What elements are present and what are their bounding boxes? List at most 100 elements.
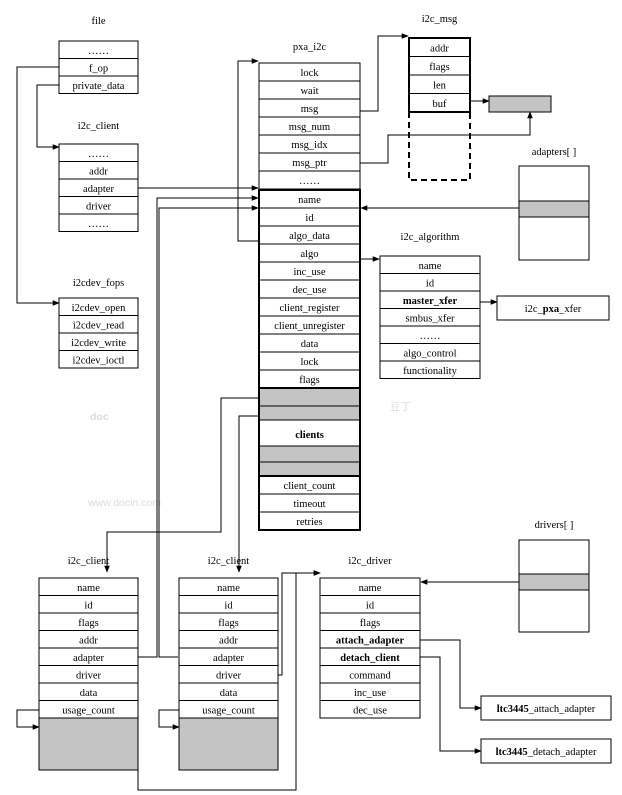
- adapter-field-algo: algo: [300, 249, 318, 260]
- i2c-client-b-field-driver: driver: [216, 670, 242, 681]
- i2c-driver-field-attach-adapter: attach_adapter: [336, 635, 405, 646]
- i2c-client-top-field-addr: addr: [89, 166, 108, 177]
- i2cdev-fops-field-i2cdev-write: i2cdev_write: [71, 338, 126, 349]
- drivers-array-top: [518, 539, 590, 575]
- adapters-array: adapters[ ]: [518, 147, 590, 261]
- adapters-array-top: [518, 165, 590, 202]
- ltc-detach-bold: ltc3445: [496, 747, 528, 758]
- arrow-msg-to-i2c-msg: [360, 33, 409, 112]
- i2c-algorithm-field-smbus-xfer: smbus_xfer: [406, 313, 455, 324]
- watermark-url: www.docin.com: [87, 497, 161, 509]
- i2c-client-a-tail: [38, 717, 139, 771]
- i2c-algorithm-row-functionality: [379, 360, 481, 379]
- i2c-driver-field-flags: flags: [360, 618, 380, 629]
- i2c-adapter-struct: nameidalgo_dataalgoinc_usedec_useclient_…: [258, 189, 361, 531]
- i2c-msg-title: i2c_msg: [422, 14, 458, 25]
- adapter-field-client-count: client_count: [284, 481, 336, 492]
- i2c-algorithm-struct: i2c_algorithmnameidmaster_xfersmbus_xfer…: [379, 232, 481, 379]
- drivers-array: drivers[ ]: [518, 520, 590, 633]
- file-field-private-data: private_data: [73, 81, 125, 92]
- arrow-private-data-to-client: [36, 84, 60, 150]
- i2c-msg-field-addr: addr: [430, 43, 449, 54]
- arrow-f-op-to-fops: [16, 66, 60, 306]
- i2c-msg-field-len: len: [433, 80, 447, 91]
- i2c-driver-field-inc-use: inc_use: [354, 688, 386, 699]
- i2c-client-top-field-adapter: adapter: [83, 184, 114, 195]
- arrow-clients-to-client-b: [236, 415, 259, 573]
- pxa-i2c-field-lock: lock: [300, 68, 319, 79]
- adapters-array-slot: [518, 200, 590, 218]
- i2c-client-b-field-addr: addr: [219, 635, 238, 646]
- i2c-driver-field-command: command: [349, 670, 391, 681]
- pxa-i2c-field-msg-ptr: msg_ptr: [292, 158, 327, 169]
- adapter-field-flags: flags: [299, 375, 319, 386]
- adapter-outline: [258, 189, 361, 531]
- file-field-f-op: f_op: [89, 63, 108, 74]
- i2c-client-b-field-adapter: adapter: [213, 653, 244, 664]
- i2c-client-a-field-data: data: [80, 688, 98, 699]
- svg-text:ltc3445_attach_adapter: ltc3445_attach_adapter: [497, 704, 596, 715]
- arrow-client-a-adapter-to-adapter: [138, 195, 259, 658]
- adapter-field-client-unregister: client_unregister: [274, 321, 345, 332]
- svg-text:ltc3445_detach_adapter: ltc3445_detach_adapter: [496, 747, 597, 758]
- i2c-pxa-xfer-bold: pxa: [543, 304, 560, 315]
- i2c-pxa-xfer-suffix: _xfer: [558, 304, 582, 315]
- adapter-clients-cell-4: [258, 461, 361, 477]
- arrow-clients-to-client-a: [104, 397, 259, 573]
- i2c-client-a-field-usage-count: usage_count: [62, 705, 115, 716]
- watermark-logo: doc: [90, 411, 109, 423]
- adapter-clients-cell-1: [258, 405, 361, 421]
- pxa-i2c-field-wait: wait: [300, 86, 318, 97]
- i2c-driver-row-dec-use: [319, 700, 421, 719]
- i2cdev-fops-field-i2cdev-ioctl: i2cdev_ioctl: [73, 355, 125, 366]
- i2c-pxa-xfer-prefix: i2c_: [525, 304, 544, 315]
- adapter-clients-cell-3: [258, 445, 361, 463]
- drivers-array-slot: [518, 573, 590, 591]
- i2c-client-b-field-data: data: [220, 688, 238, 699]
- i2c-client-b-title: i2c_client: [208, 556, 249, 567]
- i2c-algorithm-field-name: name: [419, 261, 442, 272]
- msg-buffer-box: [488, 95, 552, 113]
- adapter-field-retries: retries: [296, 517, 322, 528]
- pxa-i2c-field-msg: msg: [301, 104, 319, 115]
- i2c-driver-field-dec-use: dec_use: [353, 705, 387, 716]
- i2c-msg-array-dashed: [408, 112, 471, 181]
- ltc-attach-bold: ltc3445: [497, 704, 529, 715]
- adapters-array-bottom: [518, 216, 590, 261]
- i2c-algorithm-field-functionality: functionality: [403, 366, 457, 377]
- i2c-client-a-field-id: id: [84, 600, 93, 611]
- pxa-i2c-title: pxa_i2c: [293, 42, 327, 53]
- adapter-clients-cell-0: [258, 387, 361, 407]
- watermark-cn: 豆丁: [390, 401, 411, 413]
- i2c-driver-title: i2c_driver: [348, 556, 392, 567]
- i2c-client-a-field-adapter: adapter: [73, 653, 104, 664]
- arrow-attach-to-ltc: [420, 639, 482, 711]
- i2c-msg-field-buf: buf: [433, 99, 448, 110]
- ltc-attach-adapter-box: ltc3445_attach_adapter: [480, 695, 612, 721]
- adapter-field-lock: lock: [300, 357, 319, 368]
- arrow-client-b-driver-to-driver: [278, 570, 321, 676]
- adapter-field-name: name: [298, 195, 321, 206]
- i2c-client-b-field-usage-count: usage_count: [202, 705, 255, 716]
- pxa-i2c-field-msg-idx: msg_idx: [291, 140, 328, 151]
- i2c-client-b-field-id: id: [224, 600, 233, 611]
- i2c-pxa-xfer-box: i2c_pxa_xfer: [496, 295, 610, 321]
- i2c-algorithm-field-master-xfer: master_xfer: [403, 296, 458, 307]
- i2c-client-b-field-name: name: [217, 583, 240, 594]
- ltc-attach-suffix: _attach_adapter: [528, 704, 596, 715]
- i2c-algorithm-field-algo-control: algo_control: [403, 348, 456, 359]
- pxa-i2c-field-ellipsis: ……: [299, 176, 320, 187]
- i2c-driver-field-name: name: [359, 583, 382, 594]
- i2c-client-a-field-name: name: [77, 583, 100, 594]
- i2cdev-fops-title: i2cdev_fops: [73, 278, 124, 289]
- file-title: file: [92, 16, 106, 27]
- adapter-field-timeout: timeout: [293, 499, 325, 510]
- i2c-client-top-struct: i2c_client……addradapterdriver……: [58, 121, 139, 232]
- i2cdev-fops-field-i2cdev-read: i2cdev_read: [73, 320, 125, 331]
- i2c-client-top-field-driver: driver: [86, 201, 112, 212]
- arrow-msg-ptr-to-buffer: [360, 111, 533, 164]
